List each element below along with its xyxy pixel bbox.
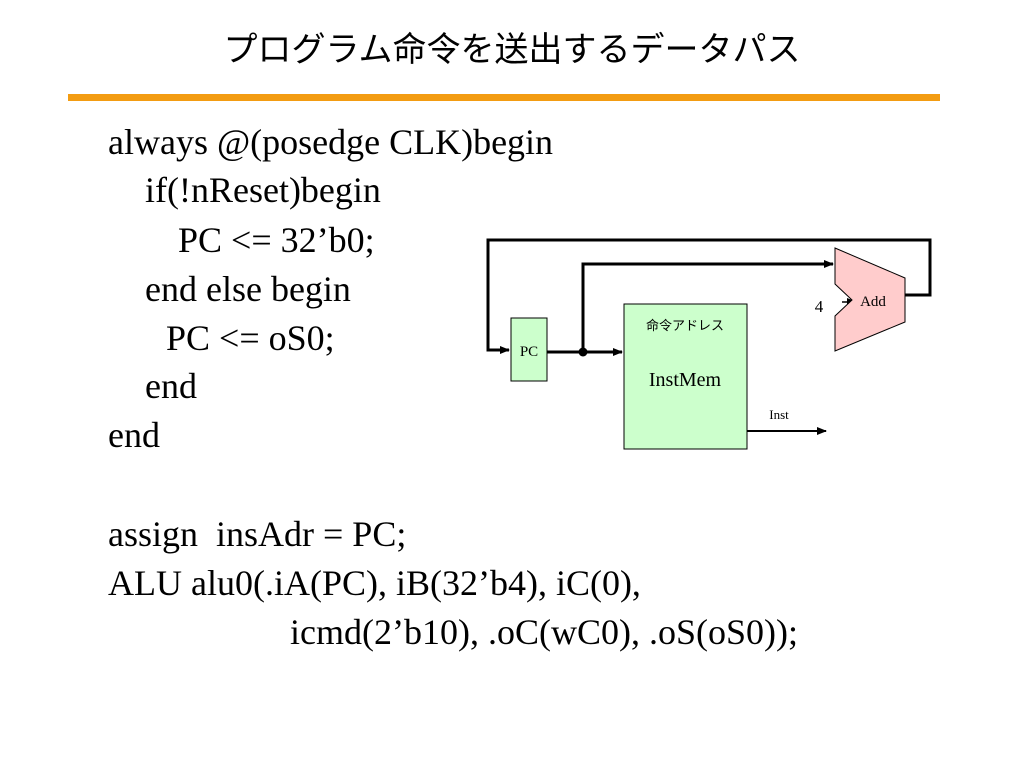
code-line: ALU alu0(.iA(PC), iB(32’b4), iC(0), xyxy=(108,563,641,603)
code-line: assign insAdr = PC; xyxy=(108,514,407,554)
code-line: PC <= oS0; xyxy=(166,318,335,358)
slide-title: プログラム命令を送出するデータパス xyxy=(223,30,801,70)
instmem-block xyxy=(623,303,748,450)
code-line: end xyxy=(145,366,197,406)
pc-register xyxy=(510,317,548,382)
instmem-label: InstMem xyxy=(649,369,722,391)
code-line: if(!nReset)begin xyxy=(145,170,381,210)
title-divider xyxy=(68,94,940,101)
pc-to-adder-wire xyxy=(581,260,834,352)
code-line: end else begin xyxy=(145,269,351,309)
adder-label: Add xyxy=(860,294,886,310)
feedback-wire xyxy=(486,238,932,354)
code-line: end xyxy=(108,415,160,455)
code-line: PC <= 32’b0; xyxy=(178,220,375,260)
adder-unit xyxy=(834,247,906,352)
instmem-address-label: 命令アドレス xyxy=(646,318,724,334)
code-line: always @(posedge CLK)begin xyxy=(108,122,554,162)
inst-output-label: Inst xyxy=(769,407,789,422)
junction-dot xyxy=(578,347,588,357)
code-line: icmd(2’b10), .oC(wC0), .oS(oS0)); xyxy=(290,612,798,652)
pc-register-label: PC xyxy=(520,344,538,360)
constant-four-label: 4 xyxy=(815,297,824,316)
